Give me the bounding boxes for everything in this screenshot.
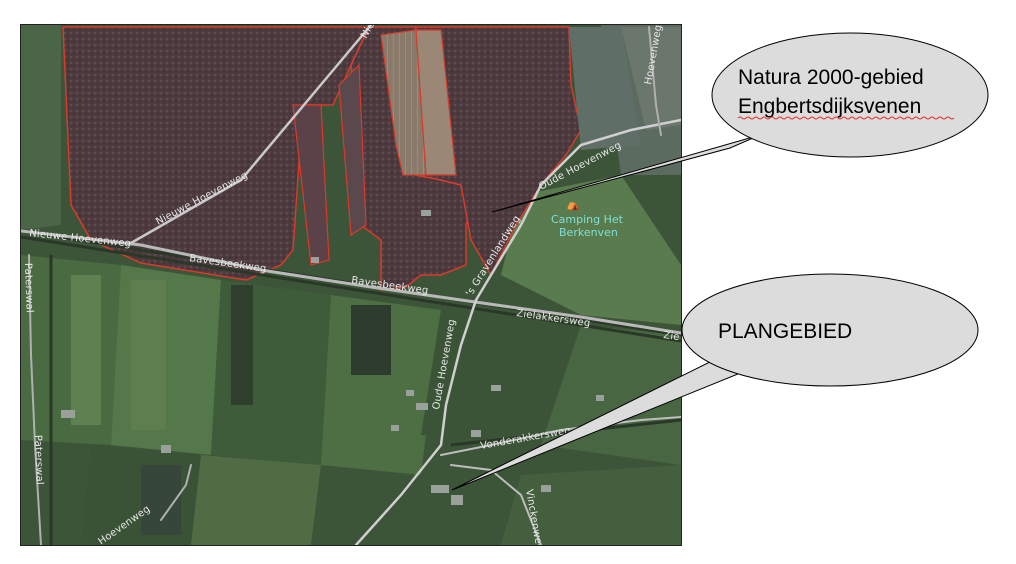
- field-top-right: [569, 27, 641, 150]
- satellite-map[interactable]: Nieuwe Hoevenweg Nieuwe Hoevenweg Bavesb…: [20, 24, 682, 546]
- road-label-paterswal-bottom: Paterswal: [32, 435, 45, 485]
- road-label-zie: Zie: [663, 330, 681, 343]
- forest-strip: [292, 104, 330, 266]
- camping-icon[interactable]: ⛺: [566, 199, 580, 211]
- road-label-paterswal-top: Paterswal: [22, 263, 35, 313]
- callout-plangebied-text: PLANGEBIED: [718, 320, 852, 343]
- callout-natura-line1: Natura 2000-gebied: [738, 66, 924, 89]
- spellcheck-underline: [737, 116, 955, 120]
- poi-label-camping-line2: Berkenven: [559, 226, 618, 239]
- heath-strip: [380, 29, 427, 176]
- forest-strip-2: [338, 63, 367, 237]
- heath-strip-2: [415, 29, 457, 176]
- poi-label-camping-line1: Camping Het: [551, 213, 624, 226]
- field-right: [621, 27, 681, 130]
- callout-natura-line2: Engbertsdijksvenen: [738, 95, 921, 118]
